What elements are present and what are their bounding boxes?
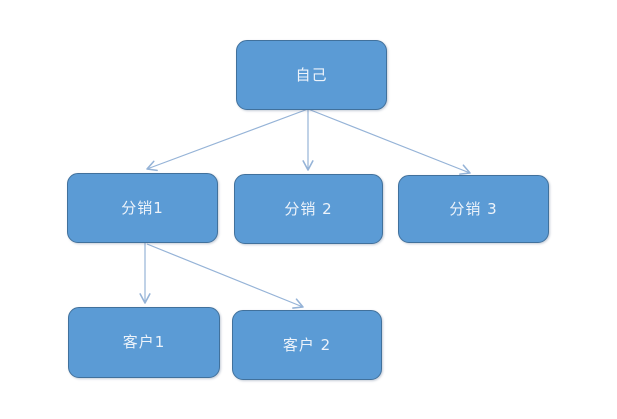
node-self[interactable]: 自己 <box>236 40 387 110</box>
node-dist2[interactable]: 分销 2 <box>234 174 383 244</box>
connector-dist1-to-cust2 <box>146 243 304 309</box>
node-dist3-label: 分销 3 <box>449 199 498 218</box>
node-dist3[interactable]: 分销 3 <box>398 175 549 243</box>
node-cust1-label: 客户1 <box>122 333 166 351</box>
node-dist2-label: 分销 2 <box>284 199 333 218</box>
node-cust2-label: 客户 2 <box>282 335 332 354</box>
connector-self-to-dist1 <box>146 108 309 172</box>
node-cust1[interactable]: 客户1 <box>68 307 220 378</box>
node-cust2[interactable]: 客户 2 <box>232 310 382 380</box>
node-self-label: 自己 <box>295 65 328 84</box>
connector-self-to-dist3 <box>307 108 471 175</box>
node-dist1-label: 分销1 <box>121 198 164 217</box>
node-dist1[interactable]: 分销1 <box>67 173 218 243</box>
